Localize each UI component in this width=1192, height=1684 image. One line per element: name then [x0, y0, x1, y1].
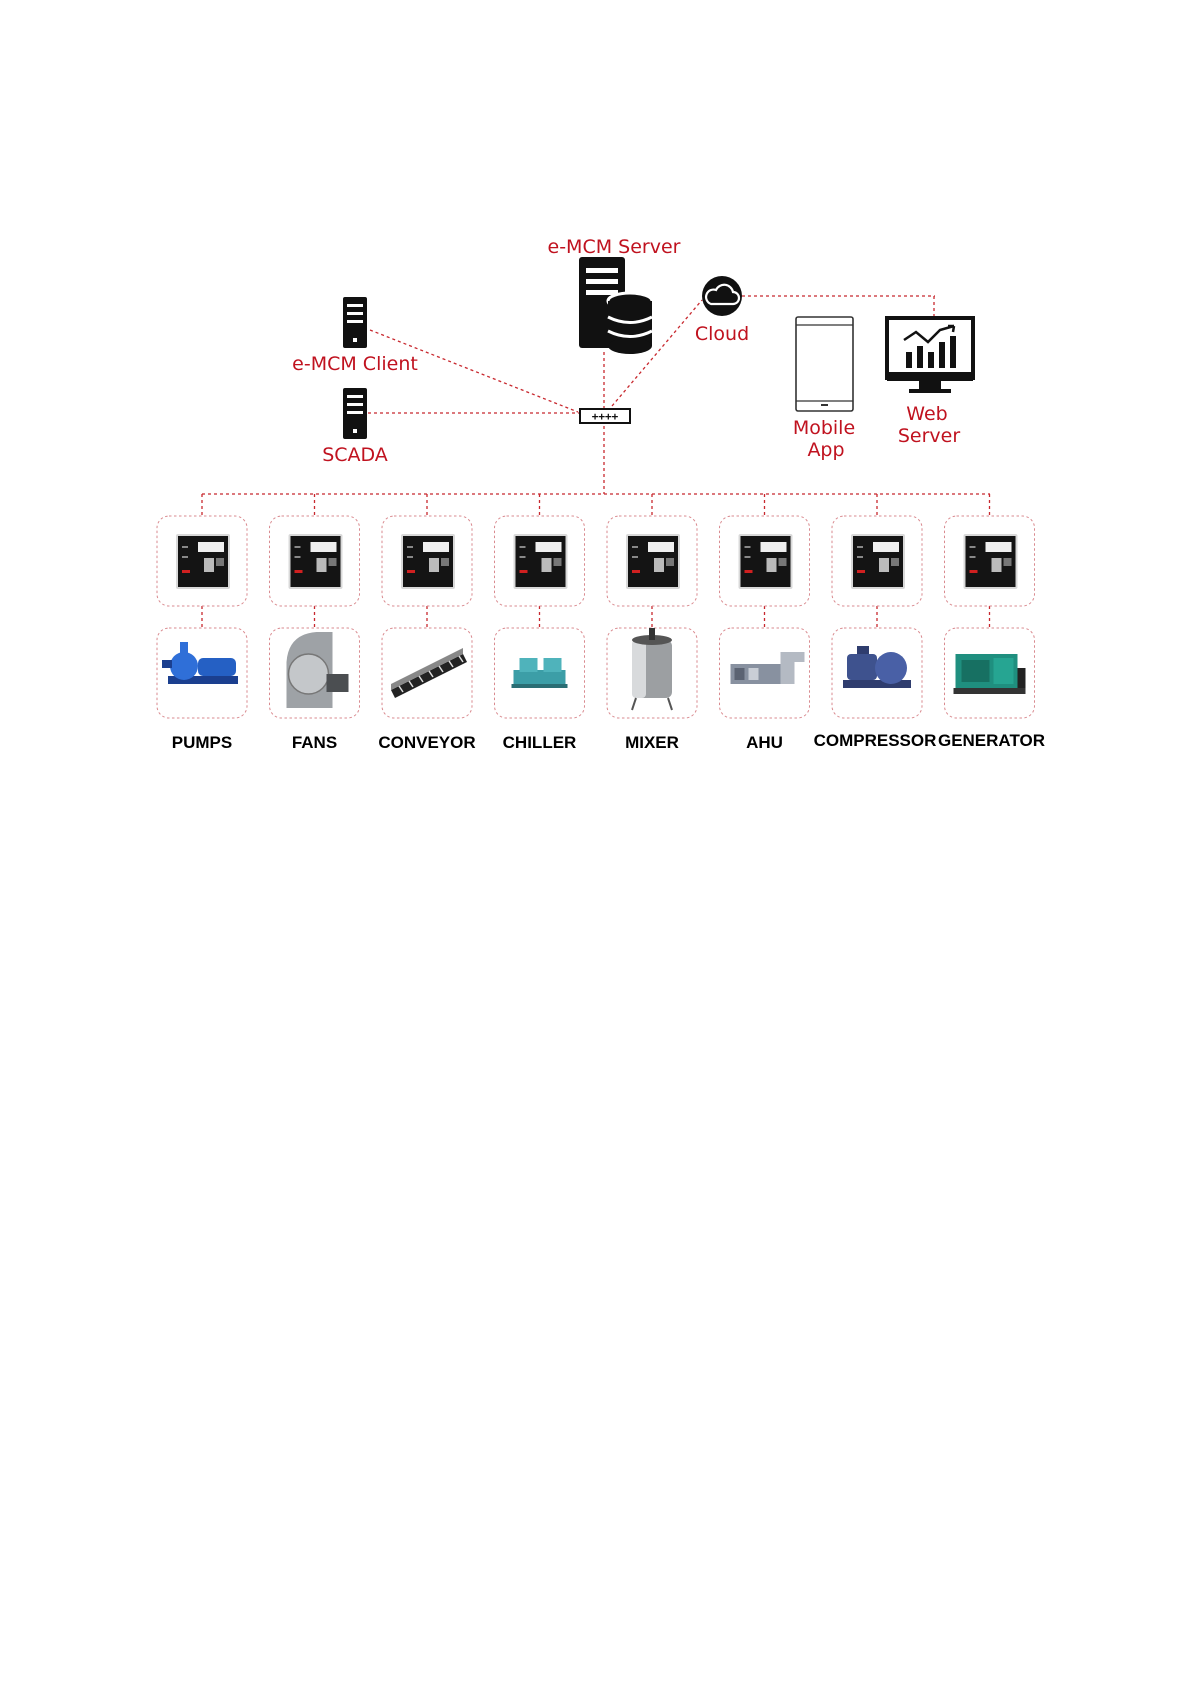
equipment-column: PUMPS [157, 494, 247, 752]
mixer-icon [632, 628, 672, 710]
web-label-line2: Server [898, 425, 960, 447]
mobile-label-line2: App [807, 439, 844, 461]
generator-icon [954, 654, 1026, 694]
web-label-line1: Web [906, 403, 947, 425]
mobile-phone-icon [796, 317, 853, 411]
client-label: e-MCM Client [292, 353, 418, 375]
equipment-columns: PUMPS FANS CONVEYOR CHILLER MIXER AHU COMPRESS… [157, 494, 1045, 752]
cloud-node: Cloud [695, 276, 749, 345]
controller-device-icon [739, 534, 793, 589]
equipment-label: GENERATOR [938, 731, 1045, 750]
equipment-column: FANS [270, 494, 360, 752]
scada-node: SCADA [322, 388, 388, 466]
equipment-label: MIXER [625, 733, 679, 752]
scada-label: SCADA [322, 444, 388, 466]
controller-device-icon [626, 534, 680, 589]
controller-device-icon [289, 534, 343, 589]
controller-device-icon [176, 534, 230, 589]
cloud-icon [702, 276, 742, 316]
controller-device-icon [851, 534, 905, 589]
equipment-label: FANS [292, 733, 337, 752]
server-label: e-MCM Server [548, 236, 681, 258]
equipment-label: AHU [746, 733, 783, 752]
web-node: Web Server [887, 318, 973, 447]
equipment-column: CHILLER [495, 494, 585, 752]
server-database-icon [579, 257, 652, 354]
network-switch-icon: ++++ [580, 409, 630, 423]
svg-text:++++: ++++ [592, 410, 619, 423]
mobile-node: Mobile App [793, 317, 855, 461]
client-node: e-MCM Client [292, 297, 418, 375]
equipment-column: MIXER [607, 494, 697, 752]
equipment-column: GENERATOR [938, 494, 1045, 750]
equipment-column: CONVEYOR [378, 494, 475, 752]
equipment-column: AHU [720, 494, 810, 752]
cloud-label: Cloud [695, 323, 749, 345]
equipment-label: COMPRESSOR [814, 731, 937, 750]
monitor-chart-icon [887, 318, 973, 393]
equipment-column: COMPRESSOR [814, 494, 937, 750]
controller-device-icon [964, 534, 1018, 589]
equipment-label: CONVEYOR [378, 733, 475, 752]
tower-server-icon [343, 388, 367, 439]
controller-device-icon [401, 534, 455, 589]
mobile-label-line1: Mobile [793, 417, 855, 439]
equipment-label: PUMPS [172, 733, 232, 752]
tower-server-icon [343, 297, 367, 348]
equipment-label: CHILLER [503, 733, 577, 752]
controller-device-icon [514, 534, 568, 589]
server-node: e-MCM Server [548, 236, 681, 354]
